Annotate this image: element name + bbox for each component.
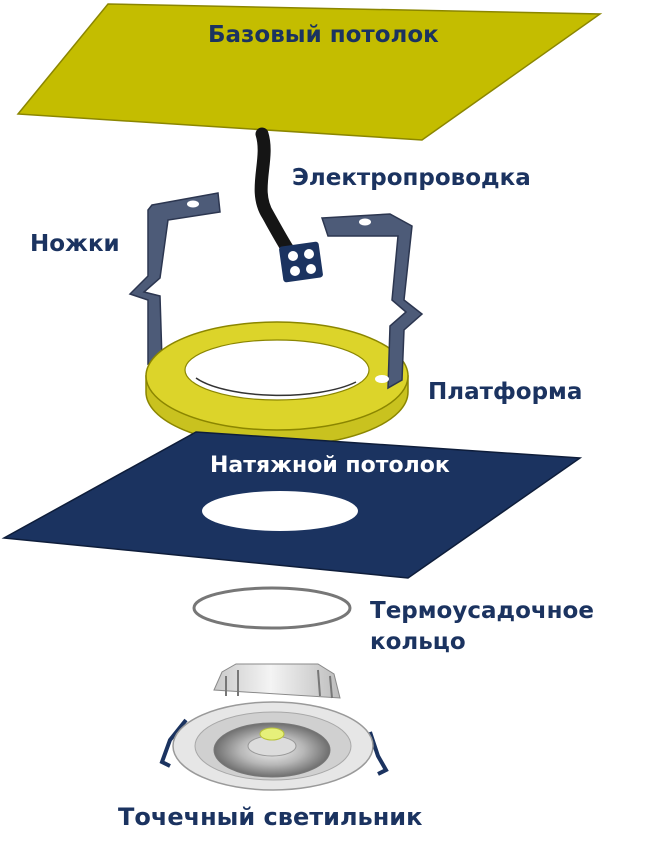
right-leg-bracket: [320, 213, 424, 390]
label-legs: Ножки: [30, 231, 120, 257]
label-wiring: Электропроводка: [292, 165, 531, 191]
label-stretch-ceiling: Натяжной потолок: [210, 453, 450, 478]
stretch-ceiling-sheet: [1, 431, 583, 579]
wire-connector-block: [279, 241, 323, 283]
label-shrink-ring-line2: кольцо: [370, 629, 466, 655]
label-shrink-ring-line1: Термоусадочное: [370, 598, 594, 624]
spotlight-fixture: [159, 663, 389, 791]
label-shrink-ring: Термоусадочное кольцо: [370, 596, 594, 658]
platform-ring: [145, 321, 409, 447]
label-base-ceiling: Базовый потолок: [208, 22, 439, 48]
heat-shrink-ring: [192, 586, 352, 630]
label-spotlight: Точечный светильник: [118, 803, 423, 831]
label-platform: Платформа: [428, 379, 583, 405]
wiring-cable: [254, 127, 305, 269]
base-ceiling-plate: [16, 3, 603, 141]
